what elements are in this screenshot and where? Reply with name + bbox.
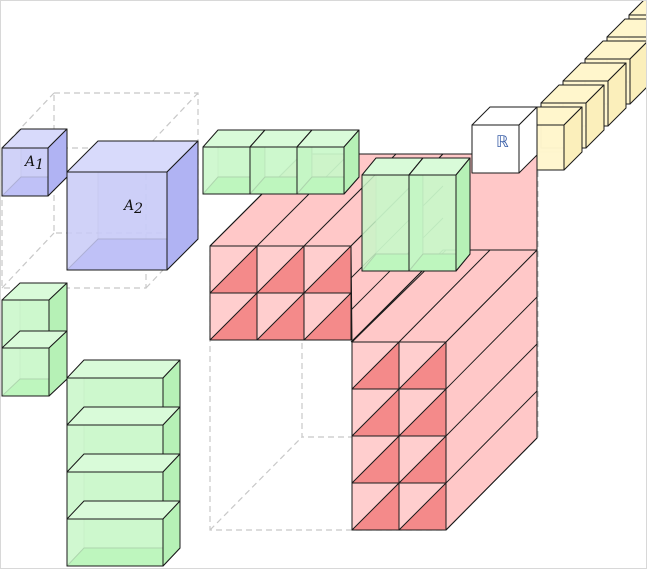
dashed-box-blue-edge-2 <box>1 232 55 289</box>
red-front-cell-0-1 <box>398 341 447 390</box>
red-back-cell-1-0 <box>209 292 258 341</box>
block-a1-label-main: A <box>23 154 35 170</box>
yellow-cube-3-top-face <box>584 40 647 60</box>
red-front-top-mid <box>398 249 491 343</box>
green-tall-cube-1-side-face <box>455 157 471 272</box>
green-tall-cube-1-front-face <box>408 174 457 272</box>
red-back-cell-1-1 <box>256 292 305 341</box>
green-stack-cube-0-top-face <box>66 359 181 379</box>
green-stack-cube-1-top-face <box>66 406 181 426</box>
red-front-diag-3 <box>445 390 538 484</box>
green-row-cube-2 <box>296 129 360 195</box>
red-back-cell-0-2 <box>303 245 352 294</box>
dashed-box-red-edge-2 <box>209 436 303 531</box>
yellow-scalar-row <box>518 0 647 171</box>
green-row-cube-2-front-face <box>296 146 345 195</box>
yellow-cube-1-side-face <box>585 84 605 149</box>
block-a2-label: A2 <box>122 198 143 217</box>
red-front-cell-1-0 <box>351 388 400 437</box>
red-front-cell-2-1 <box>398 435 447 484</box>
blue-blocks <box>1 128 199 271</box>
green-left-cube-1 <box>1 330 68 397</box>
block-a2-side-face <box>166 140 199 271</box>
green-left-cube-1-front-face <box>1 347 50 397</box>
green-stack-cube-3-top-face <box>66 500 181 520</box>
red-back-cell-0-1 <box>256 245 305 294</box>
red-front-diag-1 <box>445 296 538 390</box>
scalar-cube-box <box>471 106 538 174</box>
red-front-cell-1-1 <box>398 388 447 437</box>
scalar-label: ℝ <box>496 132 509 151</box>
green-stack-cube-3 <box>66 500 181 567</box>
block-a1 <box>1 128 68 197</box>
red-front-cell-3-0 <box>351 482 400 531</box>
green-column-blocks <box>1 282 181 567</box>
red-front-cell-3-1-dark <box>398 482 447 531</box>
red-front-diag-4 <box>445 437 538 531</box>
red-front-cell-2-0 <box>351 435 400 484</box>
block-a2-front-face <box>66 171 168 271</box>
scalar-cube-box-side-face <box>518 106 538 174</box>
yellow-cube-5-top-face <box>628 0 647 16</box>
block-a2-label-sub: 2 <box>133 201 143 217</box>
green-stack-cube-2-top-face <box>66 453 181 473</box>
block-a2 <box>66 140 199 271</box>
red-back-cell-0-0 <box>209 245 258 294</box>
yellow-cube-2-side-face <box>607 62 627 127</box>
yellow-cube-0-side-face <box>563 106 583 171</box>
green-row-cube-1-front-face <box>249 146 298 195</box>
yellow-cube-4-top-face <box>606 18 647 38</box>
block-a2-label-main: A <box>122 198 134 214</box>
red-front-diag-2 <box>445 343 538 437</box>
red-front-slab <box>351 249 538 531</box>
red-back-cell-1-2-dark <box>303 292 352 341</box>
red-front-cell-0-0 <box>351 341 400 390</box>
dashed-box-blue-edge-1 <box>145 92 199 149</box>
block-a1-label: A1 <box>23 154 44 173</box>
green-tall-cube-0-front-face <box>361 174 410 272</box>
green-tall-cube-1 <box>408 157 471 272</box>
green-vector-blocks <box>202 129 471 272</box>
green-stack-cube-3-front-face <box>66 518 164 567</box>
block-a1-label-sub: 1 <box>35 157 44 173</box>
red-back-cell-1-2 <box>303 292 352 341</box>
green-stack-cube-3-side-face <box>162 500 181 567</box>
green-row-cube-2-side-face <box>343 129 360 195</box>
red-front-cell-3-1 <box>398 482 447 531</box>
green-row-cube-0-front-face <box>202 146 251 195</box>
yellow-cube-3-side-face <box>629 41 647 105</box>
scalar-cube <box>471 106 538 174</box>
